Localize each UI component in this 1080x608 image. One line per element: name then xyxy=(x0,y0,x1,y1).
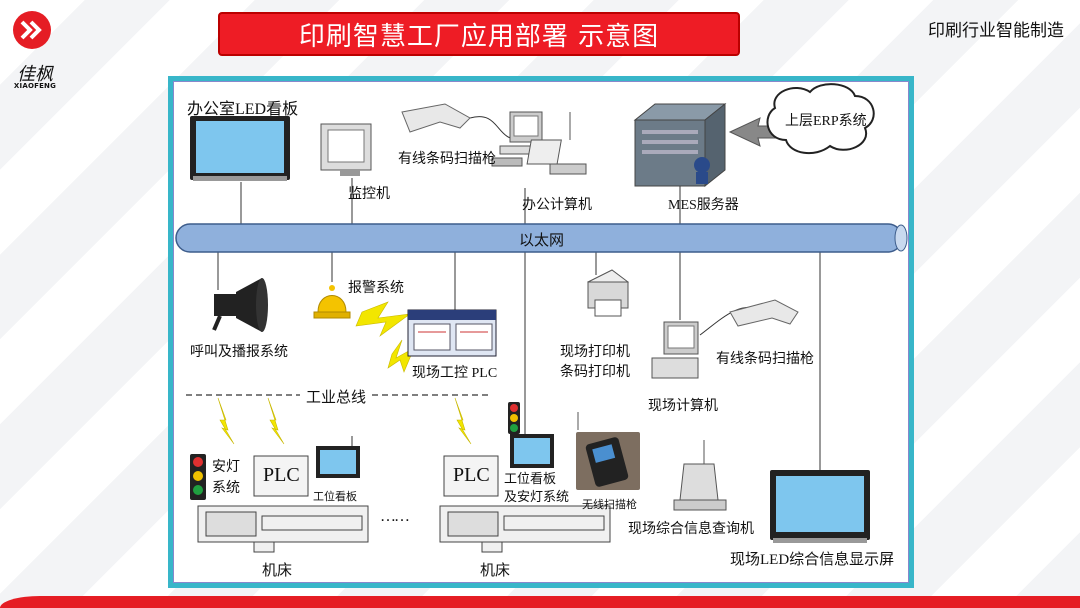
field-printer-icon xyxy=(587,269,629,317)
andon-light-right-icon xyxy=(508,402,520,434)
erp-cloud-icon xyxy=(766,83,875,155)
wireless-scanner-icon xyxy=(576,412,640,490)
label-ethernet: 以太网 xyxy=(519,233,565,249)
logo-english-name: XIAOFENG xyxy=(13,82,57,90)
label-office-computer: 办公计算机 xyxy=(522,198,592,213)
label-mes-server: MES服务器 xyxy=(668,198,739,213)
label-andon-1: 安灯 xyxy=(212,460,240,475)
label-printer-2: 条码打印机 xyxy=(560,365,630,380)
label-field-computer: 现场计算机 xyxy=(648,399,718,414)
label-ellipsis: …… xyxy=(380,508,410,525)
label-field-led: 现场LED综合信息显示屏 xyxy=(730,552,895,568)
section-label: 印刷行业智能制造 xyxy=(928,21,1064,41)
footer-bar xyxy=(0,596,1080,608)
label-plc-2: PLC xyxy=(453,464,490,486)
label-wired-scanner-field: 有线条码扫描枪 xyxy=(716,352,814,367)
label-machine-1: 机床 xyxy=(262,563,293,579)
plc-cabinet-icon xyxy=(407,309,497,357)
mes-server-icon xyxy=(633,102,727,188)
field-led-display-icon xyxy=(770,470,870,543)
page-title: 印刷智慧工厂应用部署 示意图 xyxy=(298,21,660,52)
title-banner: 印刷智慧工厂应用部署 示意图 xyxy=(218,12,740,56)
label-station-board-2b: 及安灯系统 xyxy=(504,489,570,504)
label-plc-1: PLC xyxy=(263,464,300,486)
label-erp: 上层ERP系统 xyxy=(785,114,867,129)
office-computer-icon xyxy=(491,111,587,175)
label-office-led: 办公室LED看板 xyxy=(187,101,299,118)
ethernet-bus xyxy=(175,223,908,253)
label-andon-2: 系统 xyxy=(212,481,240,496)
plc-box-2 xyxy=(443,455,499,497)
label-wired-scanner-top: 有线条码扫描枪 xyxy=(398,152,496,167)
label-monitor-pc: 监控机 xyxy=(348,187,390,202)
andon-light-left-icon xyxy=(190,454,206,500)
label-station-board-2a: 工位看板 xyxy=(504,471,557,486)
office-led-board-icon xyxy=(190,116,290,181)
machine-2-icon xyxy=(439,505,611,553)
label-machine-2: 机床 xyxy=(480,563,511,579)
brand-logo-icon xyxy=(12,10,52,50)
label-plc-control: 现场工控 PLC xyxy=(412,366,498,381)
label-query-machine: 现场综合信息查询机 xyxy=(628,522,754,537)
logo-chinese-name: 佳枫 xyxy=(17,64,53,85)
monitor-pc-icon xyxy=(320,123,372,176)
label-station-board-1: 工位看板 xyxy=(313,491,357,503)
alarm-bell-icon xyxy=(313,285,351,319)
connector-lines xyxy=(217,116,821,470)
wireless-signal-icons xyxy=(217,301,472,445)
label-broadcast: 呼叫及播报系统 xyxy=(190,345,288,360)
plc-box-1 xyxy=(253,455,309,497)
label-fieldbus: 工业总线 xyxy=(306,390,367,406)
field-computer-icon xyxy=(651,321,699,379)
label-alarm: 报警系统 xyxy=(348,281,404,296)
barcode-scanner-top-icon xyxy=(401,103,471,133)
station-board-1-icon xyxy=(316,436,360,478)
speaker-icon xyxy=(212,278,268,332)
query-laptop-icon xyxy=(673,440,727,511)
station-board-2-icon xyxy=(510,434,554,468)
machine-1-icon xyxy=(197,505,369,553)
label-wireless-scanner: 无线扫描枪 xyxy=(582,499,637,511)
barcode-scanner-field-icon xyxy=(729,299,799,327)
label-printer-1: 现场打印机 xyxy=(560,345,630,360)
